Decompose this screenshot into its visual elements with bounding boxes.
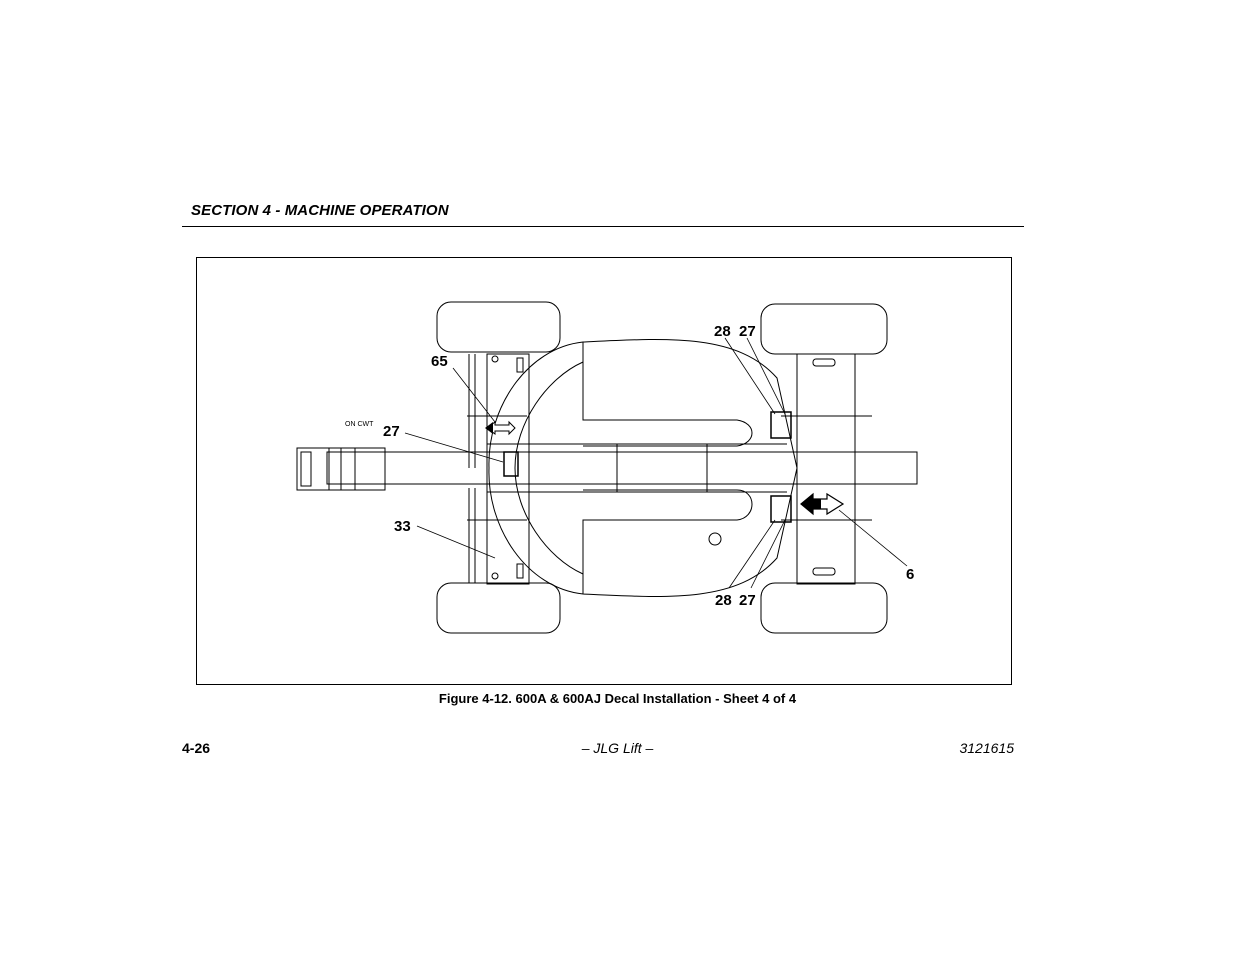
document-number: 3121615 bbox=[959, 740, 1014, 756]
callout-28-bottom: 28 bbox=[715, 592, 732, 609]
turntable-shell bbox=[488, 339, 798, 597]
callout-6: 6 bbox=[906, 566, 914, 583]
callout-27-boom: 27 bbox=[383, 423, 400, 440]
decal-installation-diagram: 65 27 33 28 27 28 27 6 ON CWT bbox=[296, 301, 918, 634]
wheel-rear-right bbox=[760, 582, 888, 634]
arrow-decal-rear bbox=[800, 492, 845, 516]
decal-27-28-top bbox=[770, 411, 792, 439]
section-title: SECTION 4 - MACHINE OPERATION bbox=[191, 202, 449, 219]
wheel-rear-left bbox=[760, 303, 888, 355]
header-rule bbox=[182, 226, 1024, 227]
decal-27-boom bbox=[503, 451, 519, 477]
arrow-decal-left bbox=[485, 420, 516, 436]
switch-label: ON CWT bbox=[345, 421, 374, 428]
front-axle bbox=[486, 353, 530, 585]
footer-brand: – JLG Lift – bbox=[581, 740, 654, 756]
callout-27-top: 27 bbox=[739, 323, 756, 340]
page-number: 4-26 bbox=[182, 740, 211, 756]
boom bbox=[326, 451, 918, 485]
callout-33: 33 bbox=[394, 518, 411, 535]
callout-27-bottom: 27 bbox=[739, 592, 756, 609]
decal-27-28-bottom bbox=[770, 495, 792, 523]
figure-caption: Figure 4-12. 600A & 600AJ Decal Installa… bbox=[438, 691, 797, 706]
callout-28-top: 28 bbox=[714, 323, 731, 340]
rear-axle bbox=[796, 353, 856, 585]
wheel-front-left bbox=[436, 301, 561, 353]
callout-65: 65 bbox=[431, 353, 448, 370]
wheel-front-right bbox=[436, 582, 561, 634]
figure-frame: 65 27 33 28 27 28 27 6 ON CWT bbox=[196, 257, 1012, 685]
